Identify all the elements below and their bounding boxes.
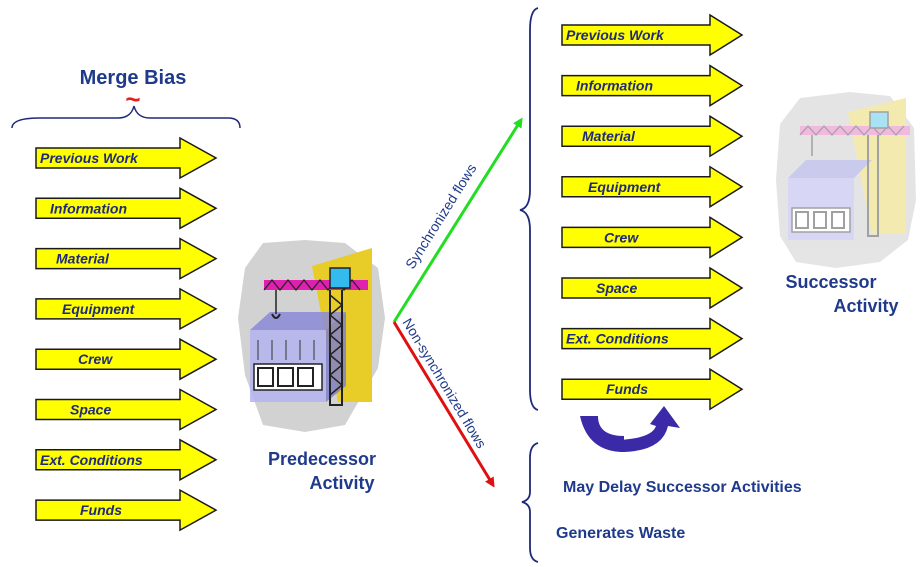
outcome-brace <box>521 442 539 563</box>
successor-activity-icon <box>776 92 916 268</box>
left-arrow-label-previous-work: Previous Work <box>40 150 139 166</box>
right-arrow-information: Information <box>561 64 744 107</box>
successor-label-line1: Successor <box>785 272 876 292</box>
left-arrow-funds: Funds <box>35 488 218 532</box>
left-arrow-label-ext-conditions: Ext. Conditions <box>40 452 143 468</box>
left-arrow-label-equipment: Equipment <box>62 301 136 317</box>
right-arrow-label-equipment: Equipment <box>588 179 662 195</box>
left-arrow-space: Space <box>35 388 218 431</box>
predecessor-label-line1: Predecessor <box>268 449 376 469</box>
right-arrow-label-information: Information <box>576 78 653 94</box>
right-arrow-equipment: Equipment <box>561 165 744 209</box>
synchronized-flow-line <box>392 117 523 323</box>
tilde-mark: ~ <box>125 84 140 114</box>
left-arrow-material: Material <box>35 237 218 280</box>
merge-bias-title: Merge Bias <box>80 67 187 89</box>
right-arrow-label-funds: Funds <box>606 381 648 397</box>
right-arrow-label-ext-conditions: Ext. Conditions <box>566 331 669 347</box>
successor-brace <box>519 7 539 411</box>
outcome-may-delay: May Delay Successor Activities <box>563 479 802 496</box>
right-arrow-space: Space <box>561 266 744 310</box>
synchronized-flows-label: Synchronized flows <box>402 161 479 272</box>
left-arrow-label-crew: Crew <box>78 351 113 367</box>
right-arrow-label-space: Space <box>596 280 637 296</box>
left-arrow-information: Information <box>35 187 218 230</box>
right-arrow-label-material: Material <box>582 128 636 144</box>
merge-brace <box>11 105 241 129</box>
predecessor-label-line2: Activity <box>309 473 374 493</box>
right-arrow-ext-conditions: Ext. Conditions <box>561 317 744 360</box>
left-arrow-ext-conditions: Ext. Conditions <box>35 438 218 482</box>
delay-loop-arrows-icon <box>580 406 680 452</box>
input-arrows-left: Previous WorkInformationMaterialEquipmen… <box>35 136 218 532</box>
non-synchronized-flow-line <box>392 321 495 488</box>
predecessor-activity-icon <box>238 240 385 432</box>
outcome-generates-waste: Generates Waste <box>556 525 685 542</box>
right-arrow-label-previous-work: Previous Work <box>566 27 665 43</box>
left-arrow-crew: Crew <box>35 337 218 381</box>
left-arrow-equipment: Equipment <box>35 287 218 331</box>
left-arrow-label-space: Space <box>70 402 111 418</box>
left-arrow-label-funds: Funds <box>80 502 122 518</box>
left-arrow-label-information: Information <box>50 200 127 216</box>
right-arrow-material: Material <box>561 114 744 158</box>
input-arrows-right: Previous WorkInformationMaterialEquipmen… <box>561 13 744 411</box>
left-arrow-previous-work: Previous Work <box>35 136 218 180</box>
right-arrow-label-crew: Crew <box>604 229 639 245</box>
right-arrow-crew: Crew <box>561 216 744 259</box>
right-arrow-previous-work: Previous Work <box>561 13 744 57</box>
left-arrow-label-material: Material <box>56 251 110 267</box>
non-synchronized-flows-label: Non-synchronized flows <box>399 315 489 451</box>
right-arrow-funds: Funds <box>561 367 744 411</box>
successor-label-line2: Activity <box>833 296 898 316</box>
